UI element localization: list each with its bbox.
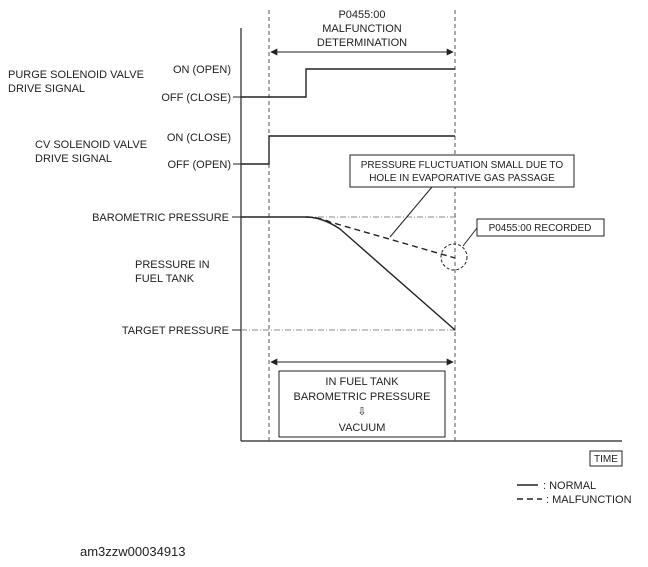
header-line2: DETERMINATION xyxy=(317,37,407,49)
legend-malfunction-label: : MALFUNCTION xyxy=(546,494,632,506)
cv-signal-low-label: OFF (OPEN) xyxy=(167,159,231,171)
document-id: am3zzw00034913 xyxy=(80,544,186,559)
fluctuation-callout-line1: PRESSURE FLUCTUATION SMALL DUE TO xyxy=(361,160,564,171)
cv-signal-name-line2: DRIVE SIGNAL xyxy=(35,153,112,165)
purge-signal-trace xyxy=(241,68,455,98)
pressure-in-tank-line2: FUEL TANK xyxy=(135,273,195,285)
fluctuation-callout-box xyxy=(349,154,575,188)
fluctuation-leader xyxy=(389,186,433,238)
vacuum-box-line2: BAROMETRIC PRESSURE xyxy=(294,391,431,403)
vacuum-box xyxy=(278,370,446,438)
cv-signal-name-line1: CV SOLENOID VALVE xyxy=(35,139,147,151)
purge-signal-high-label: ON (OPEN) xyxy=(173,64,231,76)
malfunction-pressure-curve xyxy=(305,216,456,259)
recorded-point-marker xyxy=(440,243,468,271)
purge-signal-name-line2: DRIVE SIGNAL xyxy=(8,83,85,95)
time-label: TIME xyxy=(594,454,618,465)
normal-pressure-curve xyxy=(241,216,456,331)
header-code: P0455:00 xyxy=(338,9,385,21)
purge-signal-low-label: OFF (CLOSE) xyxy=(161,92,231,104)
fluctuation-callout-line2: HOLE IN EVAPORATIVE GAS PASSAGE xyxy=(369,173,555,184)
target-pressure-label: TARGET PRESSURE xyxy=(122,325,229,337)
cv-signal-trace xyxy=(241,135,455,165)
legend-normal-label: : NORMAL xyxy=(543,480,596,492)
recorded-callout-box xyxy=(476,218,605,237)
header-line1: MALFUNCTION xyxy=(322,23,402,35)
recorded-callout-text: P0455:00 RECORDED xyxy=(489,223,592,234)
down-arrow-icon: ⇩ xyxy=(357,406,366,418)
time-label-box xyxy=(589,450,623,467)
barometric-pressure-label: BAROMETRIC PRESSURE xyxy=(92,212,229,224)
cv-signal-high-label: ON (CLOSE) xyxy=(167,132,231,144)
recorded-leader xyxy=(462,227,478,247)
vacuum-box-line1: IN FUEL TANK xyxy=(325,376,399,388)
pressure-in-tank-line1: PRESSURE IN xyxy=(135,259,210,271)
purge-signal-name-line1: PURGE SOLENOID VALVE xyxy=(8,69,144,81)
vacuum-box-line3: VACUUM xyxy=(339,422,386,434)
